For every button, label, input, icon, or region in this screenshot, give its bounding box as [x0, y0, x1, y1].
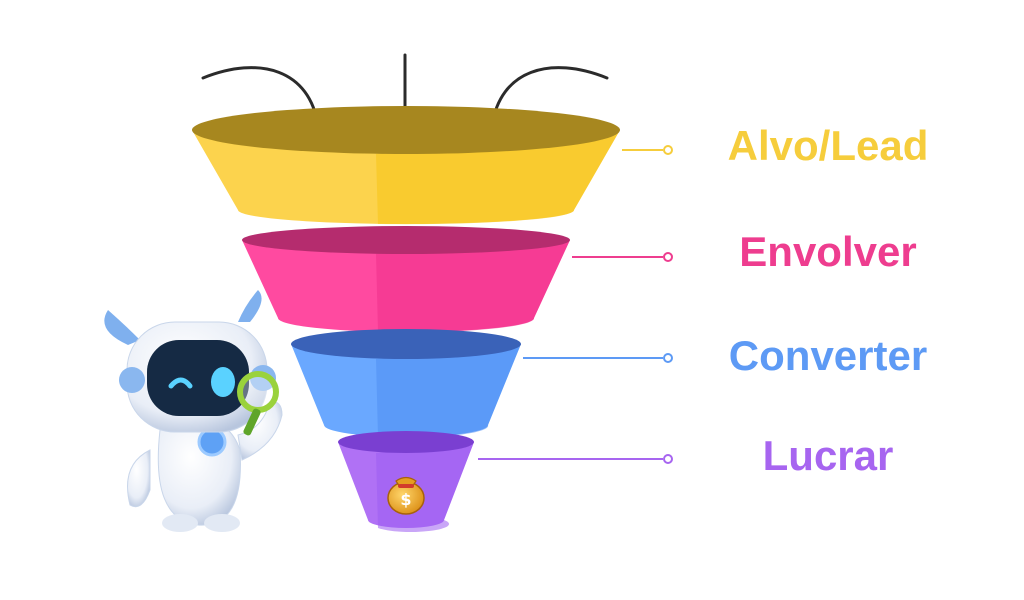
stage-label-alvo-lead: Alvo/Lead: [728, 122, 929, 169]
funnel-layer-shade: [376, 442, 474, 533]
funnel-layer-envolver: [242, 226, 570, 333]
stage-label-converter: Converter: [729, 332, 927, 379]
funnel-layer-rim: [242, 226, 570, 254]
funnel-layer-converter: [291, 329, 521, 438]
stage-label-envolver: Envolver: [739, 228, 916, 275]
funnel-layer-shade: [376, 240, 570, 333]
stage-label-lucrar: Lucrar: [763, 432, 894, 479]
connector-dot-alvo-lead: [663, 145, 673, 155]
funnel-layer-shade: [376, 344, 521, 438]
arrow-right-icon: [490, 66, 609, 128]
funnel-layer-rim: [338, 431, 474, 453]
arrow-left-icon: [201, 66, 320, 128]
funnel-layer-rim: [291, 329, 521, 359]
money-bag-icon: $: [387, 476, 425, 515]
funnel-layers: [192, 106, 620, 533]
funnel-layer-rim: [192, 106, 620, 154]
connector-dot-lucrar: [663, 454, 673, 464]
connector-dot-envolver: [663, 252, 673, 262]
label-connectors: [478, 145, 673, 464]
connector-dot-converter: [663, 353, 673, 363]
robot-with-magnifier-icon: [104, 290, 283, 532]
svg-text:$: $: [400, 490, 411, 509]
funnel-layer-alvo-lead: [192, 106, 620, 225]
